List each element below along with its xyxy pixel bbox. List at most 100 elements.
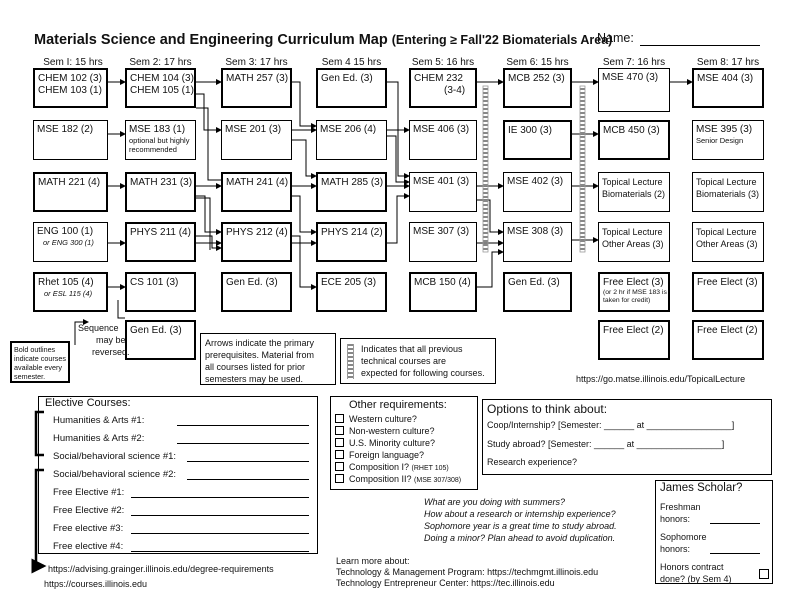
course-note: (or 2 hr if MSE 183 is taken for credit) — [603, 289, 667, 304]
course-label: Topical Lecture — [696, 227, 757, 237]
check-nonwestern[interactable]: Non-western culture? — [335, 426, 435, 436]
legend-arrows-line: semesters may be used. — [205, 374, 304, 384]
course-mse183[interactable]: MSE 183 (1) optional but highly recommen… — [125, 120, 196, 160]
course-mse182[interactable]: MSE 182 (2) — [33, 120, 108, 160]
check-western[interactable]: Western culture? — [335, 414, 417, 424]
course-phys211[interactable]: PHYS 211 (4) — [125, 222, 196, 262]
course-phys214[interactable]: PHYS 214 (2) — [316, 222, 387, 262]
course-mse402[interactable]: MSE 402 (3) — [503, 172, 572, 212]
course-chem102-103[interactable]: CHEM 102 (3) CHEM 103 (1) — [33, 68, 108, 108]
course-mse395[interactable]: MSE 395 (3) Senior Design — [692, 120, 764, 160]
learn-tmp-link[interactable]: Technology & Management Program: https:/… — [336, 567, 599, 577]
course-mcb252[interactable]: MCB 252 (3) — [503, 68, 572, 108]
elective-courses-panel: Elective Courses: Humanities & Arts #1: … — [38, 396, 318, 554]
course-note: Senior Design — [696, 136, 744, 145]
course-mse201[interactable]: MSE 201 (3) — [221, 120, 292, 160]
course-mcb450[interactable]: MCB 450 (3) — [598, 120, 670, 160]
course-ie300[interactable]: IE 300 (3) — [503, 120, 572, 160]
course-mse307[interactable]: MSE 307 (3) — [409, 222, 477, 262]
course-phys212[interactable]: PHYS 212 (4) — [221, 222, 292, 262]
course-label: Free Elect (2) — [697, 325, 758, 336]
course-mse308[interactable]: MSE 308 (3) — [503, 222, 572, 262]
freshman-honors-field[interactable] — [710, 523, 760, 524]
course-mse470[interactable]: MSE 470 (3) — [598, 68, 670, 112]
course-mse406[interactable]: MSE 406 (3) — [409, 120, 477, 160]
course-mse401[interactable]: MSE 401 (3) — [409, 172, 477, 212]
name-field[interactable] — [640, 45, 760, 46]
course-rhet105[interactable]: Rhet 105 (4) or ESL 115 (4) — [33, 272, 108, 312]
course-math285[interactable]: MATH 285 (3) — [316, 172, 387, 212]
course-mse206[interactable]: MSE 206 (4) — [316, 120, 387, 160]
elective-soc1-field[interactable] — [187, 461, 309, 462]
elective-free3-field[interactable] — [131, 533, 309, 534]
sophomore-honors-field[interactable] — [710, 553, 760, 554]
course-label: Topical Lecture — [602, 227, 663, 237]
elective-soc2-field[interactable] — [187, 479, 309, 480]
course-label: ECE 205 (3) — [321, 277, 377, 288]
advising-link[interactable]: https://advising.grainger.illinois.edu/d… — [48, 564, 274, 574]
course-label: CHEM 232 — [414, 73, 463, 84]
elective-soc2: Social/behavioral science #2: — [53, 469, 177, 480]
elective-free2-field[interactable] — [131, 515, 309, 516]
course-label: IE 300 (3) — [508, 125, 552, 136]
course-gened-sem6[interactable]: Gen Ed. (3) — [503, 272, 572, 312]
course-mse404[interactable]: MSE 404 (3) — [692, 68, 764, 108]
course-free-elect-sem7[interactable]: Free Elect (3) (or 2 hr if MSE 183 is ta… — [598, 272, 670, 312]
elective-free1-field[interactable] — [131, 497, 309, 498]
topical-lecture-link[interactable]: https://go.matse.illinois.edu/TopicalLec… — [576, 374, 746, 384]
course-topical-other-sem7[interactable]: Topical Lecture Other Areas (3) — [598, 222, 670, 262]
scholar-label: honors: — [660, 544, 691, 554]
legend-sequence: Sequence may be reversed. — [78, 322, 130, 358]
course-math231[interactable]: MATH 231 (3) — [125, 172, 196, 212]
elective-free4-field[interactable] — [131, 551, 309, 552]
course-label: PHYS 214 (2) — [321, 227, 383, 238]
legend-arrows-line: all courses listed for prior — [205, 362, 306, 372]
course-mcb150[interactable]: MCB 150 (4) — [409, 272, 477, 312]
check-composition2[interactable]: Composition II? (MSE 307/308) — [335, 474, 461, 484]
option-abroad[interactable]: Study abroad? [Semester: ______ at _____… — [487, 439, 725, 449]
course-free-elect-sem8[interactable]: Free Elect (3) — [692, 272, 764, 312]
check-minority[interactable]: U.S. Minority culture? — [335, 438, 435, 448]
scholar-label: Sophomore — [660, 532, 707, 542]
elective-soc1: Social/behavioral science #1: — [53, 451, 177, 462]
course-chem104-105[interactable]: CHEM 104 (3) CHEM 105 (1) — [125, 68, 196, 108]
option-coop[interactable]: Coop/Internship? [Semester: ______ at __… — [487, 420, 735, 430]
courses-link[interactable]: https://courses.illinois.edu — [44, 579, 148, 589]
course-gened-sem3[interactable]: Gen Ed. (3) — [221, 272, 292, 312]
course-free-elect2-sem7[interactable]: Free Elect (2) — [598, 320, 670, 360]
checkbox[interactable] — [335, 438, 344, 447]
course-note: optional but highly recommended — [129, 136, 190, 154]
checkbox[interactable] — [335, 462, 344, 471]
course-gened-sem2[interactable]: Gen Ed. (3) — [125, 320, 196, 360]
course-topical-bio-sem7[interactable]: Topical Lecture Biomaterials (2) — [598, 172, 670, 212]
advising-links: https://advising.grainger.illinois.edu/d… — [44, 562, 274, 592]
course-topical-bio-sem8[interactable]: Topical Lecture Biomaterials (3) — [692, 172, 764, 212]
sem3-header: Sem 3: 17 hrs — [225, 57, 288, 68]
course-alt: or ENG 300 (1) — [43, 238, 94, 247]
course-math241[interactable]: MATH 241 (4) — [221, 172, 292, 212]
checkbox[interactable] — [335, 414, 344, 423]
summers-line: What are you doing with summers? — [424, 497, 566, 507]
checkbox[interactable] — [335, 450, 344, 459]
course-math257[interactable]: MATH 257 (3) — [221, 68, 292, 108]
course-cs101[interactable]: CS 101 (3) — [125, 272, 196, 312]
checkbox[interactable] — [335, 474, 344, 483]
summers-line: Doing a minor? Plan ahead to avoid dupli… — [424, 533, 616, 543]
course-gened-sem4[interactable]: Gen Ed. (3) — [316, 68, 387, 108]
option-research[interactable]: Research experience? — [487, 457, 578, 467]
course-math221[interactable]: MATH 221 (4) — [33, 172, 108, 212]
check-foreign-language[interactable]: Foreign language? — [335, 450, 424, 460]
course-eng100[interactable]: ENG 100 (1) or ENG 300 (1) — [33, 222, 108, 262]
course-ece205[interactable]: ECE 205 (3) — [316, 272, 387, 312]
check-composition1[interactable]: Composition I? (RHET 105) — [335, 462, 449, 472]
honors-contract-checkbox[interactable] — [759, 569, 769, 579]
course-label: PHYS 212 (4) — [226, 227, 288, 238]
course-chem232[interactable]: CHEM 232 (3-4) — [409, 68, 477, 108]
course-topical-other-sem8[interactable]: Topical Lecture Other Areas (3) — [692, 222, 764, 262]
checkbox[interactable] — [335, 426, 344, 435]
course-free-elect2-sem8[interactable]: Free Elect (2) — [692, 320, 764, 360]
elective-hum1-field[interactable] — [177, 425, 309, 426]
elective-hum2-field[interactable] — [177, 443, 309, 444]
learn-tec-link[interactable]: Technology Entrepreneur Center: https://… — [336, 578, 555, 588]
course-label: CHEM 102 (3) — [38, 73, 102, 84]
